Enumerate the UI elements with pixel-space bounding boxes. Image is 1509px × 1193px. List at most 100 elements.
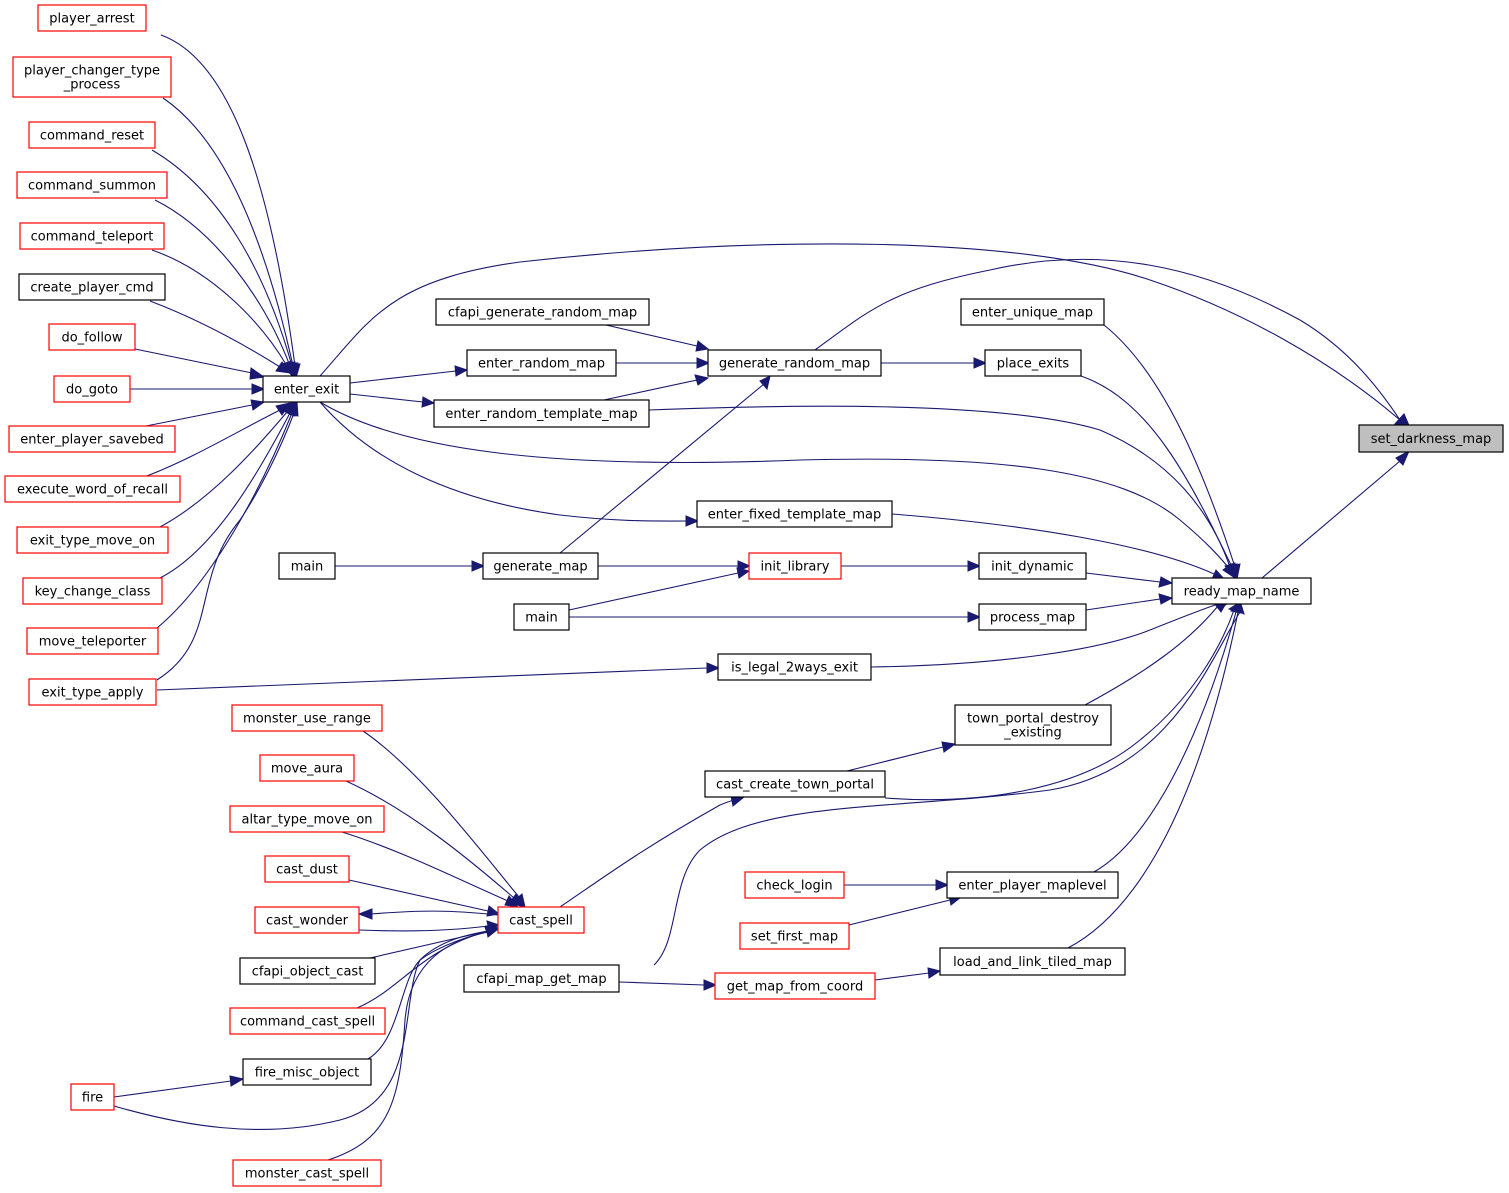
node-ready-map-name[interactable]: ready_map_name bbox=[1171, 577, 1312, 605]
node-box bbox=[433, 399, 650, 428]
node-fire-misc-object[interactable]: fire_misc_object bbox=[242, 1058, 372, 1086]
node-box bbox=[978, 603, 1087, 631]
node-box bbox=[229, 805, 385, 833]
node-command-teleport[interactable]: command_teleport bbox=[19, 222, 165, 250]
node-set-first-map[interactable]: set_first_map bbox=[739, 922, 850, 950]
node-box bbox=[435, 298, 650, 326]
arrowhead bbox=[1234, 603, 1245, 615]
node-is-legal-2ways-exit[interactable]: is_legal_2ways_exit bbox=[717, 653, 872, 681]
node-init-library[interactable]: init_library bbox=[748, 552, 842, 580]
call-edge bbox=[874, 972, 930, 981]
node-key-change-class[interactable]: key_change_class bbox=[22, 577, 163, 605]
call-edge bbox=[358, 925, 489, 932]
call-edge bbox=[1261, 460, 1401, 579]
arrowhead bbox=[696, 357, 711, 369]
node-label: enter_unique_map bbox=[972, 306, 1093, 321]
node-fire[interactable]: fire bbox=[70, 1083, 115, 1111]
node-command-summon[interactable]: command_summon bbox=[16, 171, 168, 199]
node-create-player-cmd[interactable]: create_player_cmd bbox=[18, 273, 166, 301]
node-command-reset[interactable]: command_reset bbox=[28, 121, 156, 149]
node-main1[interactable]: main bbox=[278, 552, 336, 580]
node-do-follow[interactable]: do_follow bbox=[48, 323, 136, 351]
call-edge bbox=[568, 572, 739, 611]
node-box bbox=[231, 704, 383, 732]
node-set-darkness-map[interactable]: set_darkness_map bbox=[1358, 424, 1504, 453]
call-edge bbox=[151, 149, 293, 367]
node-label: is_legal_2ways_exit bbox=[731, 661, 858, 676]
node-label: _process bbox=[63, 78, 121, 93]
node-box bbox=[466, 349, 617, 377]
node-label: load_and_link_tiled_map bbox=[953, 955, 1112, 970]
node-cfapi-map-get-map[interactable]: cfapi_map_get_map bbox=[463, 964, 620, 993]
call-edge bbox=[145, 404, 253, 427]
node-cast-wonder[interactable]: cast_wonder bbox=[254, 906, 360, 934]
node-player-arrest[interactable]: player_arrest bbox=[37, 4, 147, 32]
node-monster-use-range[interactable]: monster_use_range bbox=[231, 704, 383, 732]
node-execute-word-of-recall[interactable]: execute_word_of_recall bbox=[4, 475, 181, 503]
call-edge bbox=[848, 899, 951, 926]
node-enter-player-maplevel[interactable]: enter_player_maplevel bbox=[946, 871, 1119, 899]
node-box bbox=[960, 298, 1105, 326]
node-altar-type-move-on[interactable]: altar_type_move_on bbox=[229, 805, 385, 833]
node-cast-spell[interactable]: cast_spell bbox=[497, 906, 585, 934]
node-cfapi-generate-random-map[interactable]: cfapi_generate_random_map bbox=[435, 298, 650, 326]
node-label: cast_dust bbox=[276, 863, 338, 878]
node-generate-random-map[interactable]: generate_random_map bbox=[707, 349, 882, 377]
call-edge bbox=[151, 249, 288, 367]
call-edge bbox=[367, 930, 489, 1060]
node-label: execute_word_of_recall bbox=[17, 483, 168, 498]
node-enter-exit[interactable]: enter_exit bbox=[262, 375, 351, 403]
node-enter-random-map[interactable]: enter_random_map bbox=[466, 349, 617, 377]
node-process-map[interactable]: process_map bbox=[978, 603, 1087, 631]
node-box bbox=[16, 526, 169, 554]
node-box bbox=[264, 855, 350, 883]
node-label: player_arrest bbox=[49, 12, 134, 27]
node-monster-cast-spell[interactable]: monster_cast_spell bbox=[232, 1159, 382, 1187]
node-init-dynamic[interactable]: init_dynamic bbox=[978, 552, 1087, 580]
node-label: move_teleporter bbox=[39, 635, 147, 650]
node-cfapi-object-cast[interactable]: cfapi_object_cast bbox=[239, 957, 376, 985]
node-box bbox=[28, 678, 157, 706]
node-get-map-from-coord[interactable]: get_map_from_coord bbox=[714, 972, 876, 1000]
node-label: key_change_class bbox=[35, 585, 151, 600]
node-box bbox=[4, 475, 181, 503]
node-exit-type-apply[interactable]: exit_type_apply bbox=[28, 678, 157, 706]
node-command-cast-spell[interactable]: command_cast_spell bbox=[229, 1007, 386, 1035]
call-edge bbox=[134, 348, 253, 374]
node-place-exits[interactable]: place_exits bbox=[984, 349, 1082, 377]
node-player-changer-type-process[interactable]: player_changer_type_process bbox=[12, 56, 172, 98]
node-box bbox=[1171, 577, 1312, 605]
call-edge bbox=[160, 34, 296, 367]
node-exit-type-move-on[interactable]: exit_type_move_on bbox=[16, 526, 169, 554]
node-check-login[interactable]: check_login bbox=[744, 871, 845, 899]
node-generate-map[interactable]: generate_map bbox=[482, 552, 599, 580]
node-do-goto[interactable]: do_goto bbox=[53, 375, 131, 403]
node-box bbox=[48, 323, 136, 351]
node-move-aura[interactable]: move_aura bbox=[259, 754, 355, 782]
node-box bbox=[18, 273, 166, 301]
node-enter-random-template-map[interactable]: enter_random_template_map bbox=[433, 399, 650, 428]
node-move-teleporter[interactable]: move_teleporter bbox=[26, 627, 159, 655]
node-cast-create-town-portal[interactable]: cast_create_town_portal bbox=[704, 770, 886, 798]
call-edge bbox=[559, 383, 765, 554]
call-edge bbox=[814, 258, 1401, 421]
node-box bbox=[954, 704, 1112, 746]
arrowhead bbox=[759, 375, 771, 391]
call-edge bbox=[870, 603, 1219, 668]
node-box bbox=[37, 4, 147, 32]
node-box bbox=[978, 552, 1087, 580]
node-cast-dust[interactable]: cast_dust bbox=[264, 855, 350, 883]
node-box bbox=[707, 349, 882, 377]
node-box bbox=[739, 922, 850, 950]
node-main2[interactable]: main bbox=[513, 603, 570, 631]
node-town-portal-destroy-existing[interactable]: town_portal_destroy_existing bbox=[954, 704, 1112, 746]
arrowhead bbox=[357, 908, 373, 920]
node-enter-fixed-template-map[interactable]: enter_fixed_template_map bbox=[696, 500, 893, 528]
node-box bbox=[26, 627, 159, 655]
arrowhead bbox=[973, 357, 988, 369]
node-enter-unique-map[interactable]: enter_unique_map bbox=[960, 298, 1105, 326]
node-enter-player-savebed[interactable]: enter_player_savebed bbox=[8, 425, 176, 453]
node-load-and-link-tiled-map[interactable]: load_and_link_tiled_map bbox=[939, 947, 1126, 976]
node-box bbox=[513, 603, 570, 631]
call-edge bbox=[156, 412, 295, 681]
